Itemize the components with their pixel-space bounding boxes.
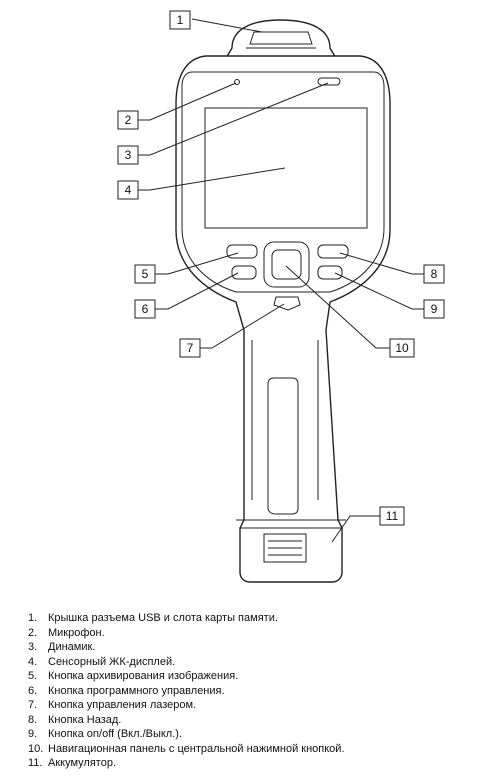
legend-item: 10.Навигационная панель с центральной на… [28, 742, 345, 755]
svg-text:5: 5 [142, 267, 149, 281]
parts-legend: 1.Крышка разъема USB и слота карты памят… [28, 611, 468, 771]
legend-item: 6.Кнопка программного управления. [28, 684, 225, 697]
camera-diagram: 1 2 3 4 5 6 7 8 9 10 11 [117, 10, 445, 583]
back-button-drawing [317, 244, 349, 259]
usb-cover-drawing [224, 19, 338, 59]
laser-button-drawing [273, 296, 301, 311]
legend-item: 8.Кнопка Назад. [28, 713, 122, 726]
archive-button-drawing [226, 244, 258, 259]
svg-text:10: 10 [395, 341, 409, 355]
callout-3: 3 [117, 145, 139, 165]
legend-item: 5.Кнопка архивирования изображения. [28, 670, 239, 682]
callout-7: 7 [179, 338, 201, 358]
camera-body-drawing [175, 55, 391, 583]
power-button-drawing [317, 265, 343, 280]
callout-2: 2 [117, 110, 139, 130]
lcd-screen-drawing [204, 107, 368, 229]
svg-text:4: 4 [125, 183, 132, 197]
svg-text:2: 2 [125, 113, 132, 127]
leader-lines [138, 18, 424, 543]
svg-text:6: 6 [142, 302, 149, 316]
svg-text:9: 9 [431, 302, 438, 316]
callout-8: 8 [423, 264, 445, 284]
legend-item: 11.Аккумулятор. [28, 757, 116, 769]
legend-item: 2.Микрофон. [28, 626, 105, 639]
microphone-drawing [234, 79, 240, 85]
callout-9: 9 [423, 299, 445, 319]
svg-text:1: 1 [177, 13, 184, 27]
svg-text:8: 8 [431, 267, 438, 281]
speaker-drawing [317, 77, 341, 86]
nav-pad-drawing [263, 241, 310, 288]
svg-text:11: 11 [386, 509, 399, 523]
legend-item: 9.Кнопка on/off (Вкл./Выкл.). [28, 728, 183, 740]
callout-4: 4 [117, 180, 139, 200]
callout-10: 10 [389, 338, 415, 358]
battery-drawing [236, 519, 346, 563]
legend-item: 4.Сенсорный ЖК-дисплей. [28, 655, 176, 668]
callout-6: 6 [134, 299, 156, 319]
callout-11: 11 [379, 506, 405, 526]
callout-5: 5 [134, 264, 156, 284]
softkey-button-drawing [231, 265, 257, 280]
callout-1: 1 [169, 10, 191, 30]
legend-item: 3.Динамик. [28, 641, 96, 653]
legend-item: 1.Крышка разъема USB и слота карты памят… [28, 612, 278, 624]
legend-item: 7.Кнопка управления лазером. [28, 699, 197, 711]
svg-text:3: 3 [125, 148, 132, 162]
svg-text:7: 7 [187, 341, 194, 355]
